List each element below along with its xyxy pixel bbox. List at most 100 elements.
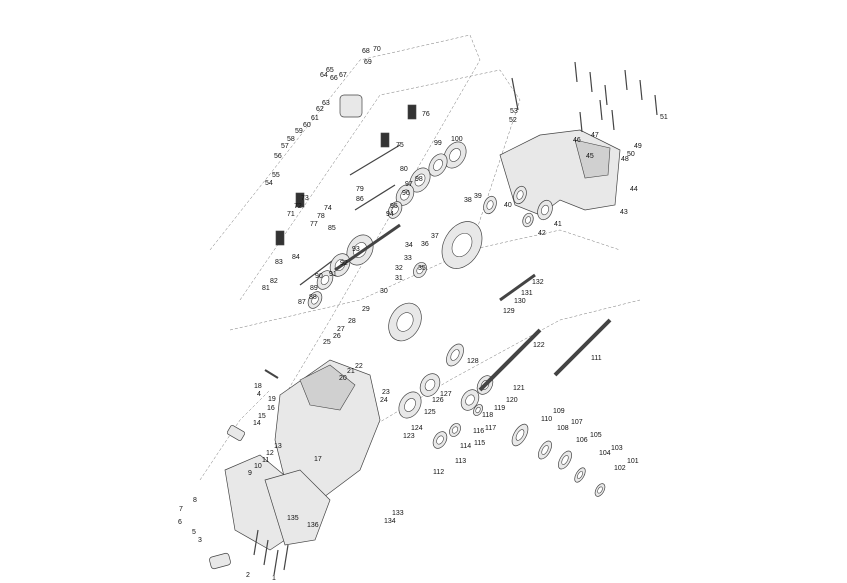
part-shape-7 [400,189,410,201]
callout-7: 7 [179,506,183,513]
pin-icon [264,369,279,379]
part-shape-45 [561,455,569,465]
callout-108: 108 [557,425,569,432]
callout-106: 106 [576,437,588,444]
callout-90: 90 [315,273,323,280]
callout-95: 95 [390,203,398,210]
callout-48: 48 [621,156,629,163]
callout-129: 129 [503,308,515,315]
callout-41: 41 [554,221,562,228]
callout-82: 82 [270,278,278,285]
output-shaft-icon [478,328,542,392]
part-shape-21 [416,265,424,275]
callout-94: 94 [386,211,394,218]
assembly-guide-line [199,389,271,481]
callout-54: 54 [265,180,273,187]
callout-25: 25 [323,339,331,346]
part-shape-43 [541,445,549,455]
callout-66: 66 [330,75,338,82]
bolt-icon [611,109,615,131]
callout-62: 62 [316,106,324,113]
callout-88: 88 [309,294,317,301]
spring-icon [295,192,305,208]
part-shape-41 [515,429,525,441]
callout-72: 72 [294,203,302,210]
callout-93: 93 [352,246,360,253]
part-shape-47 [577,471,583,479]
callout-120: 120 [506,397,518,404]
callout-37: 37 [431,233,439,240]
callout-24: 24 [380,397,388,404]
part-shape-15 [320,275,330,285]
callout-105: 105 [590,432,602,439]
callout-8: 8 [193,497,197,504]
spring-icon [407,104,417,120]
callout-125: 125 [424,409,436,416]
callout-29: 29 [362,306,370,313]
callout-56: 56 [274,153,282,160]
callout-30: 30 [380,288,388,295]
callout-34: 34 [405,242,413,249]
callout-53: 53 [510,108,518,115]
callout-71: 71 [287,211,295,218]
part-shape-29 [465,394,475,406]
callout-49: 49 [634,143,642,150]
assembly-guide-line [209,34,481,396]
assembly-guide-line [239,69,521,301]
callout-15: 15 [258,413,266,420]
callout-74: 74 [324,205,332,212]
callout-36: 36 [421,241,429,248]
callout-11: 11 [262,457,270,464]
callout-89: 89 [310,285,318,292]
part-shape-33 [450,349,460,361]
callout-2: 2 [246,572,250,579]
callout-17: 17 [314,456,322,463]
callout-50: 50 [627,151,635,158]
part-shape-1 [449,148,461,162]
shift-rod-icon [349,144,401,176]
callout-116: 116 [473,428,485,435]
callout-135: 135 [287,515,299,522]
callout-67: 67 [339,72,347,79]
part-shape-39 [475,406,481,414]
callout-44: 44 [630,186,638,193]
callout-19: 19 [268,396,276,403]
callout-113: 113 [455,458,467,465]
part-shape-3 [433,159,443,171]
callout-14: 14 [253,420,261,427]
callout-32: 32 [395,265,403,272]
callout-123: 123 [403,433,415,440]
input-shaft-icon [334,223,401,272]
callout-63: 63 [322,100,330,107]
callout-119: 119 [494,405,506,412]
callout-16: 16 [267,405,275,412]
callout-124: 124 [411,425,423,432]
callout-97: 97 [405,181,413,188]
callout-114: 114 [460,443,472,450]
bolt-icon [253,529,259,556]
callout-9: 9 [248,470,252,477]
callout-103: 103 [611,445,623,452]
shift-rod-icon [354,184,396,211]
callout-39: 39 [474,193,482,200]
callout-33: 33 [404,255,412,262]
callout-58: 58 [287,136,295,143]
bolt-icon [283,544,289,571]
part-shape-35 [436,435,444,445]
callout-84: 84 [292,254,300,261]
drive-shaft-icon [553,318,612,377]
bolt-icon [263,539,269,566]
callout-70: 70 [373,46,381,53]
spring-icon [275,230,285,246]
callout-134: 134 [384,518,396,525]
callout-12: 12 [266,450,274,457]
callout-104: 104 [599,450,611,457]
callout-57: 57 [281,143,289,150]
housing-flange-icon [574,139,611,179]
part-shape-57 [525,216,531,224]
part-shape-37 [451,426,459,434]
callout-118: 118 [482,412,494,419]
callout-45: 45 [586,153,594,160]
callout-83: 83 [275,259,283,266]
